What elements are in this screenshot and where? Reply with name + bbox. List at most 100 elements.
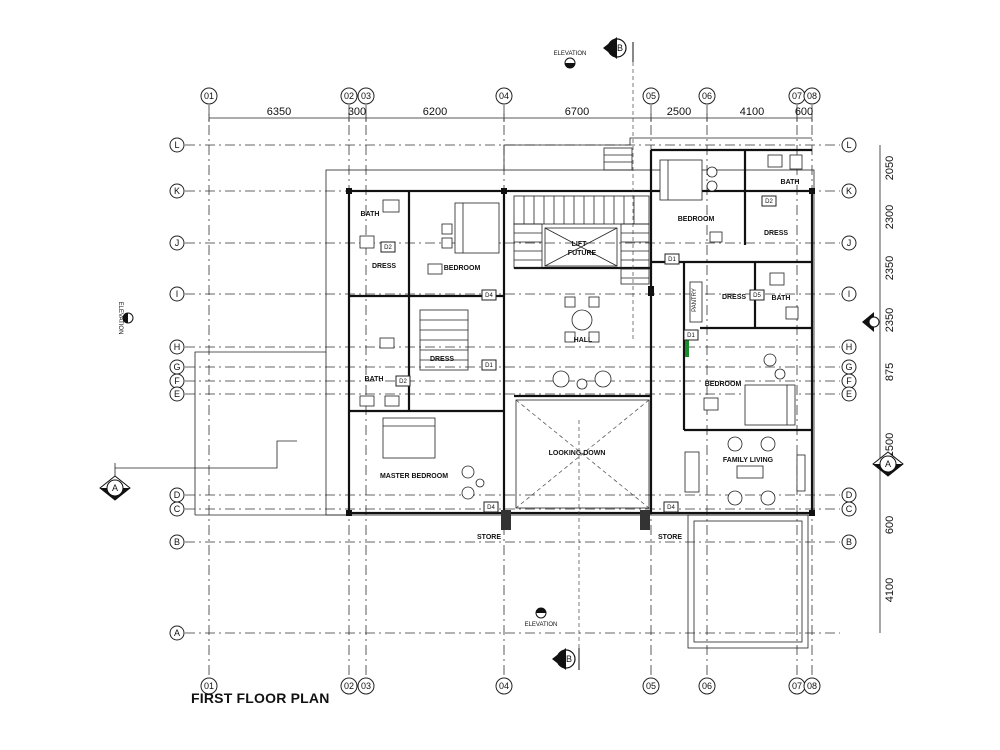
dim-06-07: 4100 bbox=[740, 106, 764, 118]
grid-label-02-top: 02 bbox=[344, 91, 354, 101]
grid-label-06-top: 06 bbox=[702, 91, 712, 101]
grid-label-L-right: L bbox=[846, 140, 851, 150]
room-label-dress-b: DRESS bbox=[430, 356, 454, 363]
dim-L-K: 2050 bbox=[884, 156, 896, 180]
dim-B-A: 4100 bbox=[884, 578, 896, 602]
grid-label-I-right: I bbox=[848, 289, 851, 299]
main-stair bbox=[513, 147, 650, 285]
door-tag-d2-b: D2 bbox=[399, 379, 407, 385]
room-label-store-a: STORE bbox=[477, 534, 501, 541]
elevation-left-label: ELEVATION bbox=[117, 302, 123, 335]
section-b-top-label: B bbox=[617, 43, 623, 53]
grid-label-I-left: I bbox=[176, 289, 179, 299]
room-label-master-bedroom: MASTER BEDROOM bbox=[380, 473, 448, 480]
grid-label-B-right: B bbox=[846, 537, 852, 547]
row-bubbles-left: L K J I H G F E D C B A bbox=[169, 137, 185, 641]
dim-04-05: 6700 bbox=[565, 106, 589, 118]
grid-label-05-top: 05 bbox=[646, 91, 656, 101]
grid-label-01-top: 01 bbox=[204, 91, 214, 101]
door-tags: D4 D1 D2 D2 D4 D4 D1 D1 D2 D5 bbox=[380, 195, 777, 513]
drawing-title: FIRST FLOOR PLAN bbox=[191, 690, 330, 706]
grid-label-F-left: F bbox=[174, 376, 180, 386]
slab-outlines bbox=[194, 137, 815, 649]
structural-columns bbox=[346, 188, 815, 530]
grid-label-03-top: 03 bbox=[361, 91, 371, 101]
grid-label-C-left: C bbox=[174, 504, 181, 514]
grid-label-D-right: D bbox=[846, 490, 853, 500]
grid-label-K-left: K bbox=[174, 186, 180, 196]
dim-H-E: 875 bbox=[884, 363, 896, 381]
grid-label-08-bottom: 08 bbox=[807, 681, 817, 691]
column-bubbles-bottom: 01 02 03 04 05 06 07 08 bbox=[200, 677, 821, 695]
grid-label-J-left: J bbox=[175, 238, 180, 248]
grid-label-07-bottom: 07 bbox=[792, 681, 802, 691]
section-a-left-label: A bbox=[112, 483, 118, 493]
grid-label-04-top: 04 bbox=[499, 91, 509, 101]
room-label-bath-a: BATH bbox=[361, 211, 380, 218]
room-label-dress-c: DRESS bbox=[764, 230, 788, 237]
grid-label-G-right: G bbox=[845, 362, 852, 372]
grid-label-E-left: E bbox=[174, 389, 180, 399]
furniture bbox=[359, 154, 806, 506]
grid-lines bbox=[185, 105, 840, 675]
dim-E-D: 1500 bbox=[884, 433, 896, 457]
grid-label-08-top: 08 bbox=[807, 91, 817, 101]
door-tag-d2-a: D2 bbox=[384, 245, 392, 251]
grid-label-D-left: D bbox=[174, 490, 181, 500]
door-tag-d1-b: D1 bbox=[668, 257, 676, 263]
dim-02-03: 300 bbox=[348, 106, 366, 118]
room-label-bedroom-b: BEDROOM bbox=[678, 216, 715, 223]
grid-label-H-left: H bbox=[174, 342, 181, 352]
grid-label-L-left: L bbox=[174, 140, 179, 150]
room-label-pantry: PANTRY bbox=[692, 288, 698, 312]
main-walls bbox=[347, 148, 814, 515]
void-looking-down bbox=[515, 399, 650, 509]
grid-label-K-right: K bbox=[846, 186, 852, 196]
section-b-bottom-label: B bbox=[566, 654, 572, 664]
top-dimension-string: 6350 300 6200 6700 2500 4100 600 bbox=[208, 106, 813, 122]
right-dimension-string: 2050 2300 2350 2350 875 1500 600 4100 bbox=[879, 145, 896, 633]
grid-label-04-bottom: 04 bbox=[499, 681, 509, 691]
grid-label-02-bottom: 02 bbox=[344, 681, 354, 691]
elevation-marker-right bbox=[862, 312, 880, 332]
section-marker-b-bottom: B bbox=[552, 420, 580, 670]
grid-label-B-left: B bbox=[174, 537, 180, 547]
room-label-looking-down: LOOKING DOWN bbox=[549, 450, 606, 457]
lift-shaft bbox=[544, 227, 618, 267]
section-a-right-label: A bbox=[885, 459, 891, 469]
room-label-dress-a: DRESS bbox=[372, 263, 396, 270]
grid-label-F-right: F bbox=[846, 376, 852, 386]
room-label-family-living: FAMILY LIVING bbox=[723, 457, 774, 464]
door-tag-d1-c: D1 bbox=[687, 333, 695, 339]
elevation-marker-left: ELEVATION bbox=[117, 302, 134, 335]
section-marker-a-right: A bbox=[872, 451, 904, 477]
room-label-lift: LIFT bbox=[572, 241, 587, 248]
dim-K-J: 2300 bbox=[884, 205, 896, 229]
section-marker-b-top: B bbox=[603, 37, 634, 340]
dim-J-I: 2350 bbox=[884, 256, 896, 280]
dim-01-02: 6350 bbox=[267, 106, 291, 118]
room-label-bath-c: BATH bbox=[781, 179, 800, 186]
grid-label-G-left: G bbox=[173, 362, 180, 372]
column-bubbles-top: 01 02 03 04 05 06 07 08 bbox=[200, 87, 821, 105]
room-label-bedroom-a: BEDROOM bbox=[444, 265, 481, 272]
grid-label-07-top: 07 bbox=[792, 91, 802, 101]
door-tag-d5: D5 bbox=[753, 293, 761, 299]
grid-label-06-bottom: 06 bbox=[702, 681, 712, 691]
room-labels: BATH DRESS BEDROOM DRESS BATH MASTER BED… bbox=[361, 179, 800, 541]
grid-label-A-left: A bbox=[174, 628, 180, 638]
grid-label-H-right: H bbox=[846, 342, 853, 352]
grid-label-03-bottom: 03 bbox=[361, 681, 371, 691]
dim-C-B: 600 bbox=[884, 516, 896, 534]
grid-label-C-right: C bbox=[846, 504, 853, 514]
section-marker-a-left: A bbox=[99, 440, 297, 501]
grid-label-E-right: E bbox=[846, 389, 852, 399]
dim-05-06: 2500 bbox=[667, 106, 691, 118]
grid-label-J-right: J bbox=[847, 238, 852, 248]
door-tag-d2-c: D2 bbox=[765, 199, 773, 205]
elevation-marker-bottom: ELEVATION bbox=[525, 607, 557, 628]
door-tag-d4-c: D4 bbox=[667, 505, 675, 511]
grid-label-05-bottom: 05 bbox=[646, 681, 656, 691]
room-label-future: FUTURE bbox=[568, 250, 597, 257]
